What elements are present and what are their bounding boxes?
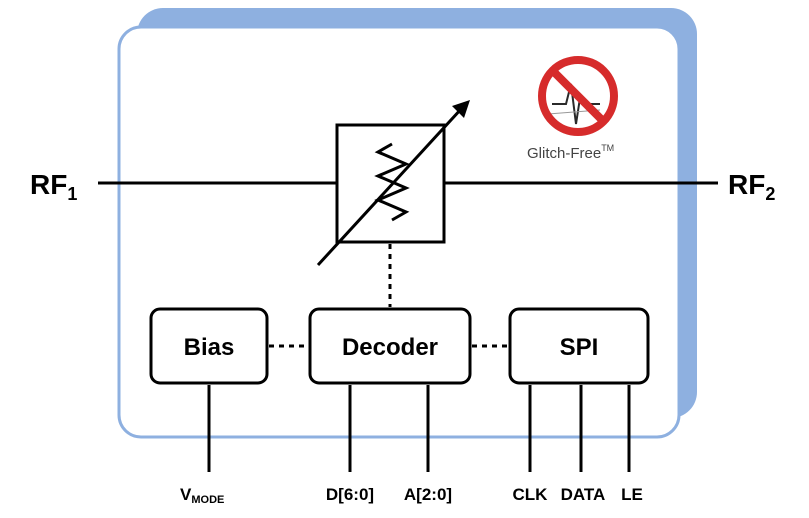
bias-block bbox=[149, 307, 269, 385]
vmode-label: VMODE bbox=[180, 485, 224, 506]
decoder-block bbox=[308, 307, 472, 385]
le-label: LE bbox=[621, 485, 643, 504]
spi-block bbox=[508, 307, 650, 385]
bias-label: Bias bbox=[184, 334, 235, 361]
clk-label: CLK bbox=[513, 485, 549, 504]
rf2-label: RF2 bbox=[728, 169, 775, 204]
a-label: A[2:0] bbox=[404, 485, 452, 504]
attenuator-icon bbox=[316, 100, 470, 267]
glitch-free-label: Glitch-FreeTM bbox=[527, 143, 614, 162]
spi-label: SPI bbox=[560, 334, 599, 361]
decoder-label: Decoder bbox=[342, 334, 438, 361]
data-label: DATA bbox=[561, 485, 606, 504]
no-glitch-icon bbox=[538, 56, 618, 136]
rf1-label: RF1 bbox=[30, 169, 77, 204]
d-label: D[6:0] bbox=[326, 485, 374, 504]
